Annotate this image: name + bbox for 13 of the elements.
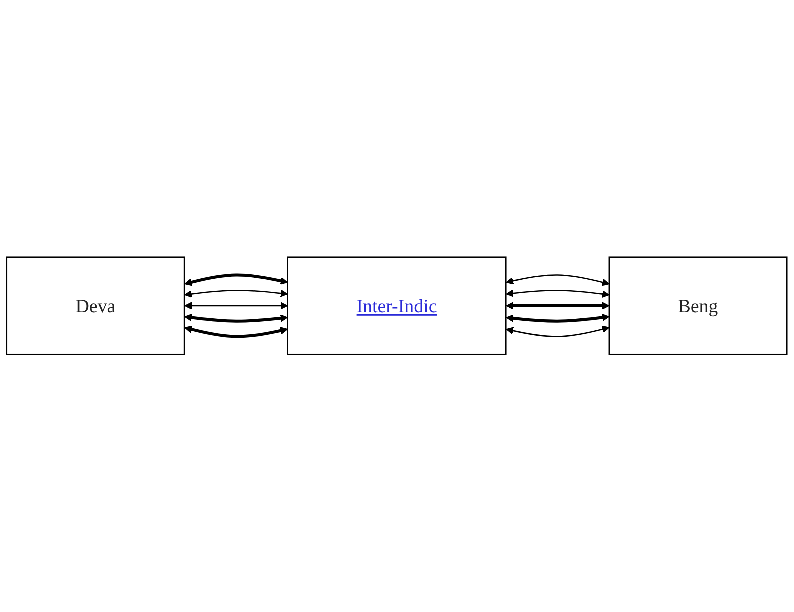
arrow [184, 302, 288, 310]
arrow [184, 314, 288, 323]
arrow [506, 314, 610, 323]
node-box: Inter-Indic [287, 256, 507, 356]
arrow [506, 326, 610, 338]
arrow [506, 302, 610, 310]
arrow [506, 290, 610, 298]
node-box: Beng [608, 256, 788, 356]
node-box: Deva [6, 256, 186, 356]
arrow [506, 274, 610, 286]
arrow [184, 290, 288, 298]
arrow [184, 274, 288, 286]
arrow [184, 326, 288, 338]
